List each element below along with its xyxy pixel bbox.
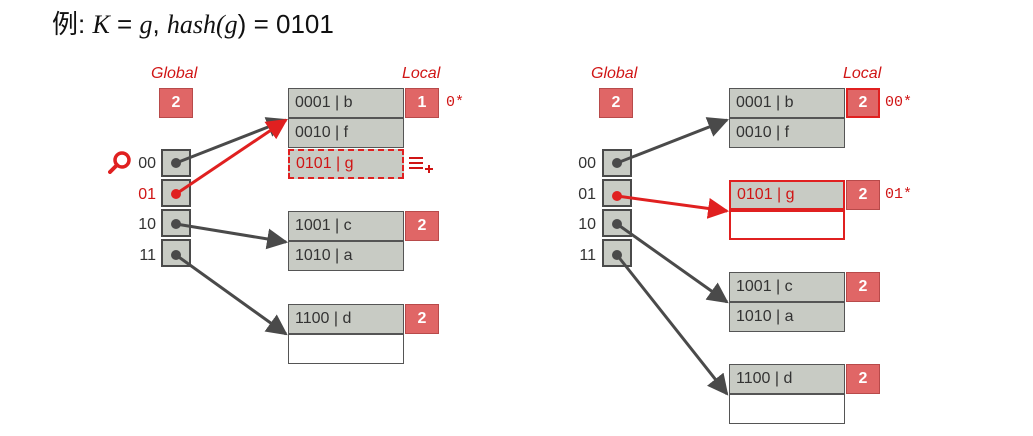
left-arrow-00 [171,117,288,168]
title-g1: g [139,10,153,39]
right-bucket3-entry-2 [729,394,845,424]
left-global-label: Global [151,65,198,82]
left-bucket2-entry-1: 1001 | c [288,211,404,241]
right-arrow-11 [612,250,729,396]
right-global-label: Global [591,65,638,82]
right-new-bucket-entry-1: 0101 | g [729,180,845,210]
left-dir-label-10: 10 [138,216,156,233]
right-arrow-00 [612,117,729,168]
left-dir-label-11: 11 [139,247,156,264]
magnifier-icon [108,151,131,174]
left-bucket2-entry-2: 1010 | a [288,241,404,271]
right-dir-cell-11 [602,239,632,267]
right-new-bucket-local-depth: 2 [846,180,880,210]
left-dir-label-00: 00 [138,155,156,172]
left-arrow-10 [171,219,289,250]
right-bucket3-entry-1: 1100 | d [729,364,845,394]
right-local-label: Local [843,65,882,82]
left-bucket3-entry-1: 1100 | d [288,304,404,334]
left-local-label: Local [402,65,441,82]
right-bucket1-tag: 00* [885,94,913,111]
title-comma: , [152,9,167,39]
right-dir-label-00: 00 [578,155,596,172]
right-bucket3-local-depth: 2 [846,364,880,394]
title-g2: g [224,10,238,39]
title-prefix: 例: [52,9,93,39]
title-k: K [92,10,110,39]
title-hash: hash( [166,10,225,39]
title-eq1: = [109,9,140,39]
left-arrow-11 [171,250,288,336]
page-title: 例: K = g, hash(g) = 0101 [52,4,334,41]
right-dir-label-01: 01 [578,186,596,203]
left-bucket1-inserted-entry: 0101 | g [288,149,404,179]
right-bucket1-entry-2: 0010 | f [729,118,845,148]
left-bucket3-local-depth: 2 [405,304,439,334]
right-bucket1-entry-1: 0001 | b [729,88,845,118]
left-arrow-01 [171,118,288,199]
left-bucket1-local-depth: 1 [405,88,439,118]
right-dir-label-11: 11 [579,247,596,264]
left-dir-label-01: 01 [138,186,156,203]
title-value: 0101 [275,9,334,39]
title-close: ) [237,9,247,39]
right-new-bucket-tag: 01* [885,186,913,203]
right-dir-label-10: 10 [578,216,596,233]
right-global-depth: 2 [599,88,633,118]
left-global-depth: 2 [159,88,193,118]
left-bucket1-tag: 0* [446,94,465,111]
right-bucket2-entry-2: 1010 | a [729,302,845,332]
left-bucket3-entry-2 [288,334,404,364]
right-bucket2-entry-1: 1001 | c [729,272,845,302]
right-arrow-10 [612,219,729,304]
left-bucket1-entry-1: 0001 | b [288,88,404,118]
left-bucket1-entry-2: 0010 | f [288,118,404,148]
left-bucket2-local-depth: 2 [405,211,439,241]
title-eq2: = [246,9,276,39]
right-bucket2-local-depth: 2 [846,272,880,302]
insert-row-icon [409,157,433,173]
right-new-bucket-entry-2 [729,210,845,240]
right-bucket1-local-depth: 2 [846,88,880,118]
right-arrow-01 [612,191,730,219]
